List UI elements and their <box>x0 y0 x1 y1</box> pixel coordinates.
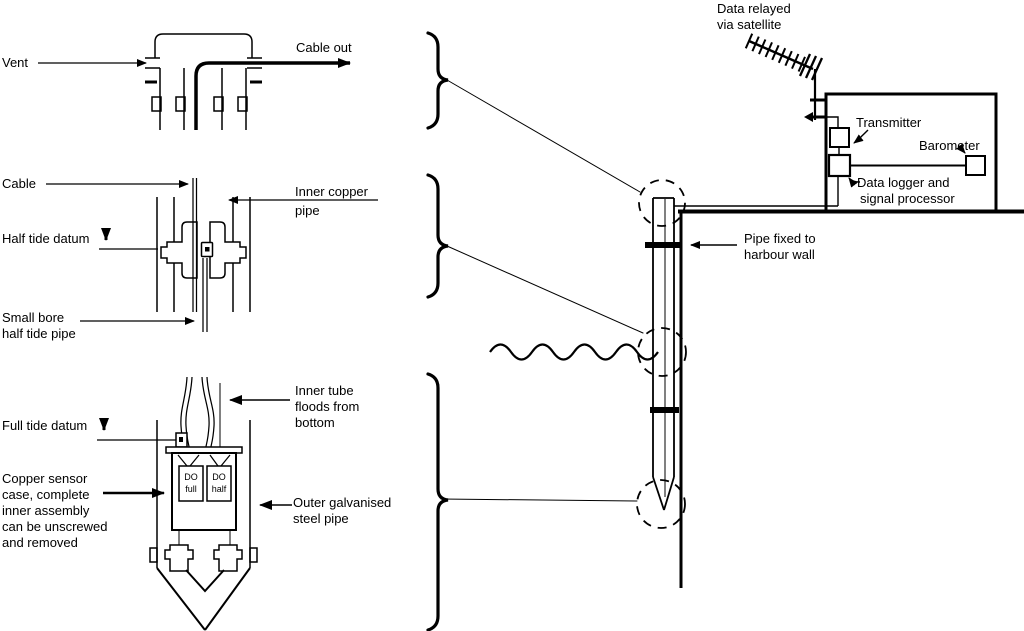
outer-pipe-label-1: Outer galvanised <box>293 495 391 510</box>
tube-curve <box>206 376 215 453</box>
sensor-case-body <box>171 452 237 531</box>
inlet-fitting-left <box>164 544 194 572</box>
station-hut <box>824 92 998 213</box>
gauge-pipe <box>652 197 675 477</box>
do-half-text-1: DO <box>212 472 226 482</box>
cap-outline <box>154 33 253 58</box>
vent-label: Vent <box>2 55 28 70</box>
funnels <box>177 454 231 467</box>
sensor-case-label-5: and removed <box>2 535 78 550</box>
tube-curve <box>201 376 210 453</box>
pipe-fixed-label-2: harbour wall <box>744 247 815 262</box>
sensor-case-label-3: inner assembly <box>2 503 90 518</box>
detail-braces <box>426 31 644 631</box>
feed-connector <box>804 112 813 122</box>
case-stems <box>178 530 231 545</box>
data-logger-label-2: signal processor <box>860 191 955 206</box>
transmitter-label: Transmitter <box>856 115 922 130</box>
inner-tube-label-3: bottom <box>295 415 335 430</box>
half-tide-sensor-dot <box>205 247 210 252</box>
inlet-vee <box>185 569 225 593</box>
pipe-tops <box>159 68 247 130</box>
brace-middle <box>426 173 449 299</box>
data-logger-label-1: Data logger and <box>857 175 950 190</box>
detail-half-tide <box>46 178 378 332</box>
fixing-band-upper <box>645 242 681 248</box>
barometer-arrow <box>956 143 966 154</box>
pipe-clip <box>151 96 162 112</box>
pipe-cone <box>156 567 251 631</box>
full-tide-datum-label: Full tide datum <box>2 418 87 433</box>
datum-clip-mark <box>179 437 183 442</box>
satellite-label-1: Data relayed <box>717 1 791 16</box>
do-half-text-2: half <box>212 484 227 494</box>
do-half-box <box>206 465 232 502</box>
pipe-fixed-label-1: Pipe fixed to <box>744 231 816 246</box>
sensor-case-label-4: can be unscrewed <box>2 519 108 534</box>
cable-out-label: Cable out <box>296 40 352 55</box>
cable-label: Cable <box>2 176 36 191</box>
detail-vent-cap <box>38 33 351 130</box>
do-full-text-2: full <box>185 484 197 494</box>
sea-wave <box>489 343 659 361</box>
do-full-box <box>178 465 204 502</box>
sensor-case-label-1: Copper sensor <box>2 471 88 486</box>
transmitter-box <box>829 127 850 148</box>
satellite-label-2: via satellite <box>717 17 781 32</box>
callout-circle-top <box>638 179 686 227</box>
vent-slots-left <box>145 57 160 69</box>
tube-curve <box>185 376 193 453</box>
data-logger-arrow <box>848 177 861 188</box>
union-collar-right <box>209 221 247 279</box>
barometer-label: Barometer <box>919 138 980 153</box>
union-collar-left <box>160 221 198 279</box>
wall-socket-left <box>149 547 158 563</box>
shore-station <box>744 33 998 213</box>
inner-copper-pipe-label-1: Inner copper <box>295 184 369 199</box>
link-line-bottom <box>440 498 638 502</box>
inner-tube-label-1: Inner tube <box>295 383 354 398</box>
link-line-middle <box>446 245 644 334</box>
wall-socket-right <box>249 547 258 563</box>
transmitter-feed-line <box>826 116 839 128</box>
do-full-text-1: DO <box>184 472 198 482</box>
small-bore-label-2: half tide pipe <box>2 326 76 341</box>
outer-pipe-walls <box>156 197 251 312</box>
transmitter-arrow <box>853 129 869 144</box>
callout-circle-waterline <box>637 327 687 377</box>
inner-tube-label-2: floods from <box>295 399 359 414</box>
gauge-pipe-tip <box>652 476 675 511</box>
pipe-clip <box>237 96 248 112</box>
text-labels: Vent Cable out Cable Inner copper pipe H… <box>2 1 980 550</box>
cable-lines <box>192 178 198 312</box>
detail-sensor-case <box>97 376 292 631</box>
brace-bottom <box>426 372 449 631</box>
antenna-feed <box>798 53 824 81</box>
data-logger-box <box>827 153 852 178</box>
fixing-band-lower <box>650 407 679 413</box>
half-tide-datum-label: Half tide datum <box>2 231 89 246</box>
vent-slots-right <box>247 57 262 69</box>
station-cable <box>674 176 839 207</box>
inner-copper-pipe-label-2: pipe <box>295 203 320 218</box>
link-line-top <box>446 79 641 193</box>
inlet-fitting-right <box>213 544 243 572</box>
small-bore-label-1: Small bore <box>2 310 64 325</box>
outer-pipe-label-2: steel pipe <box>293 511 349 526</box>
callout-circle-tip <box>636 479 686 529</box>
pipe-clip <box>175 96 186 112</box>
antenna-boom <box>748 39 814 71</box>
brace-top <box>426 31 449 130</box>
antenna-elements <box>744 33 806 72</box>
cable-out-line <box>194 58 351 130</box>
barometer-box <box>965 155 986 176</box>
sensor-case-label-2: case, complete <box>2 487 89 502</box>
small-bore-pipe-lines <box>202 258 208 332</box>
pipe-clip <box>213 96 224 112</box>
